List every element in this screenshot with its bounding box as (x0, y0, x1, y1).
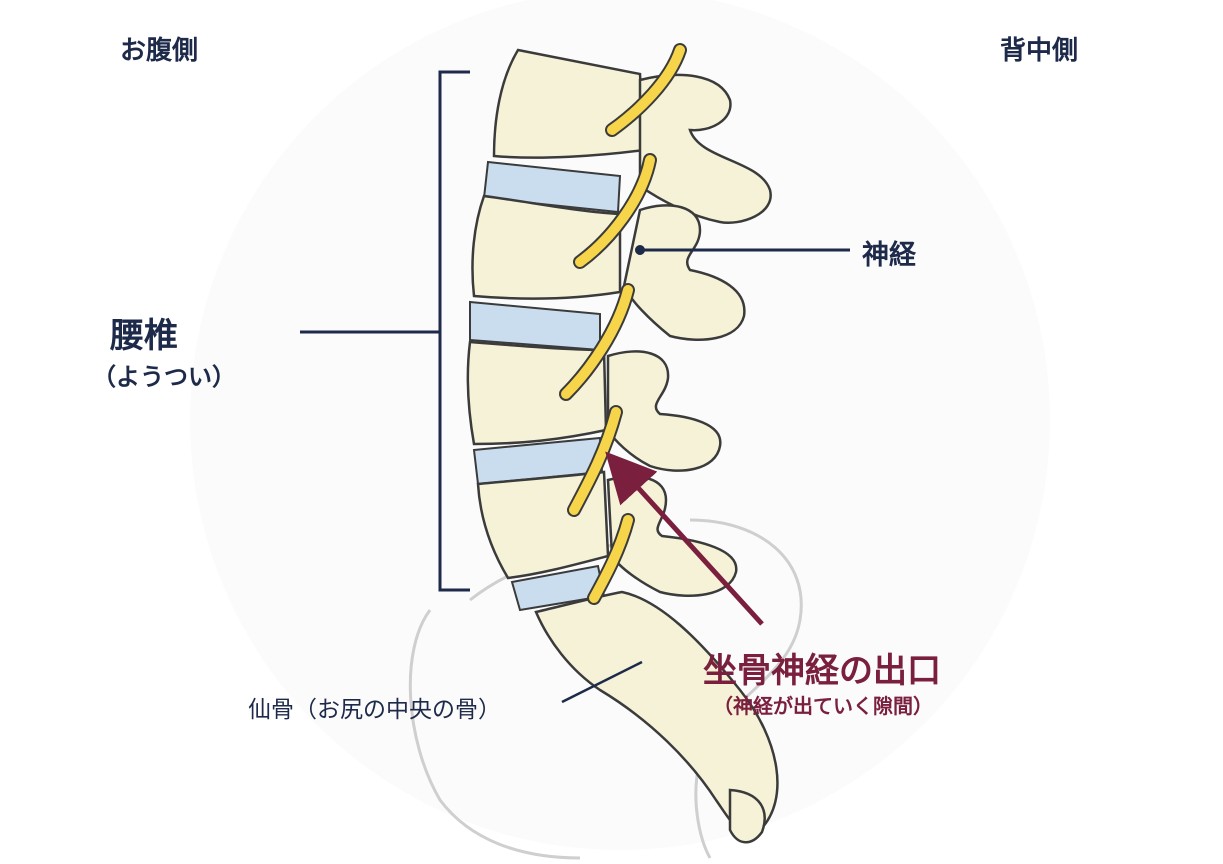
spinous-processes (606, 73, 772, 597)
lumbar-reading-label: （ようつい） (92, 363, 236, 391)
intervertebral-discs (469, 160, 622, 612)
sacrum-pointer (561, 660, 643, 704)
vertebra-l3 (466, 340, 608, 446)
lumbar-label: 腰椎 (110, 316, 178, 356)
sciatic-exit-note: （神経が出ていく隙間） (713, 694, 933, 718)
sciatic-exit-arrow (605, 451, 764, 626)
vertebra-l2 (471, 194, 622, 300)
spinal-nerves-fill (561, 45, 685, 603)
sacrum-label: 仙骨（お尻の中央の骨） (248, 697, 501, 723)
sciatic-exit-label: 坐骨神経の出口 (703, 651, 941, 691)
nerve-label: 神経 (862, 240, 916, 271)
coccyx (728, 788, 766, 844)
nerve-pointer (635, 245, 850, 255)
lumbar-bracket (300, 70, 470, 592)
disc-1 (482, 160, 622, 214)
back-side-label: 背中側 (1000, 36, 1079, 66)
front-side-label: お腹側 (120, 36, 199, 66)
